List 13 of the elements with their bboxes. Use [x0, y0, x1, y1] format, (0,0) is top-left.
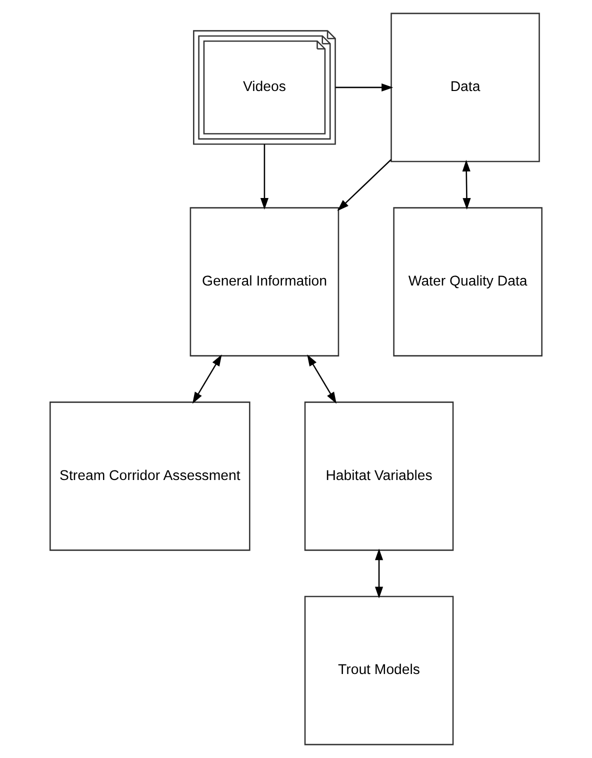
node-box: Trout Models: [304, 596, 454, 746]
arrow: [374, 548, 384, 598]
arrow: [335, 83, 394, 92]
arrow: [260, 144, 269, 210]
arrow: [462, 160, 471, 210]
arrow: [192, 354, 222, 404]
node-box: Stream Corridor Assessment: [50, 402, 250, 551]
node-box: General Information: [190, 207, 340, 356]
node-box: Data: [390, 12, 540, 162]
arrow: [307, 354, 336, 404]
node-box: Water Quality Data: [393, 207, 542, 356]
node-box: Habitat Variables: [304, 402, 454, 551]
arrow: [337, 159, 392, 211]
